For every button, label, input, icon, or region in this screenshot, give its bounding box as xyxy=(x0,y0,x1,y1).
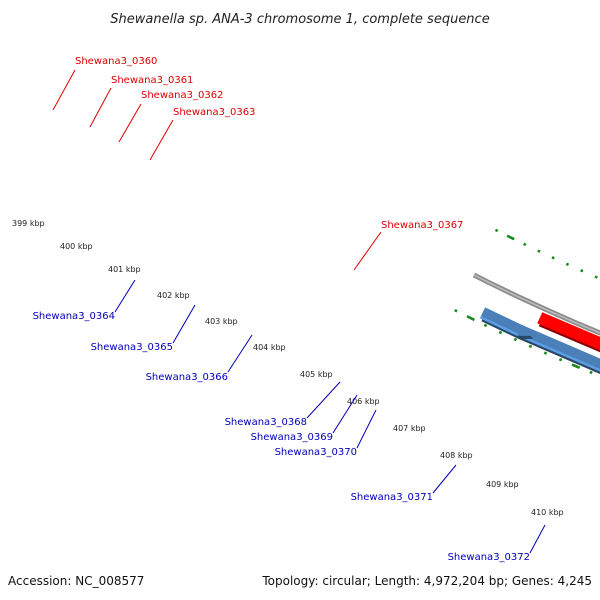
tick-label: 401 kbp xyxy=(108,265,141,274)
track-dot xyxy=(580,269,584,273)
leader-line xyxy=(227,334,253,373)
tick-label: 406 kbp xyxy=(347,397,380,406)
track-dot xyxy=(498,330,503,335)
tick-labels: 399 kbp 400 kbp 401 kbp 402 kbp 403 kbp 404 k… xyxy=(12,219,564,517)
track-dot xyxy=(483,323,488,328)
track-dot xyxy=(551,256,555,260)
tick-label: 405 kbp xyxy=(300,370,333,379)
track-dot xyxy=(506,234,515,241)
tick-label: 399 kbp xyxy=(12,219,45,228)
track-dot xyxy=(571,363,581,369)
gene-reverse-label[interactable]: Shewana3_0366 xyxy=(146,372,228,383)
leader-line xyxy=(52,69,76,111)
leader-line xyxy=(353,231,382,271)
track-dot xyxy=(454,308,458,313)
gene-forward-label[interactable]: Shewana3_0367 xyxy=(381,220,463,231)
gene-reverse-label[interactable]: Shewana3_0365 xyxy=(91,342,173,353)
gene-arrow-upstream xyxy=(517,325,600,374)
gene-forward-label[interactable]: Shewana3_0360 xyxy=(75,56,157,67)
track-dot xyxy=(528,344,533,349)
leader-line xyxy=(114,279,136,313)
accession-text: Accession: NC_008577 xyxy=(8,574,145,588)
tick-label: 407 kbp xyxy=(393,424,426,433)
tick-label: 409 kbp xyxy=(486,480,519,489)
tick-label: 402 kbp xyxy=(157,291,190,300)
gene-reverse-label[interactable]: Shewana3_0371 xyxy=(351,492,433,503)
track-dot xyxy=(594,275,598,279)
gene-reverse-label[interactable]: Shewana3_0364 xyxy=(33,311,115,322)
track-dot xyxy=(466,315,475,322)
track-dot xyxy=(565,262,570,267)
leader-line xyxy=(356,409,377,449)
tick-label: 403 kbp xyxy=(205,317,238,326)
leader-line xyxy=(118,103,142,143)
gene-arrow-0360 xyxy=(537,312,600,353)
leader-line xyxy=(432,464,457,494)
gene-reverse-label[interactable]: Shewana3_0368 xyxy=(225,417,307,428)
map-title: Shewanella sp. ANA-3 chromosome 1, compl… xyxy=(110,12,489,27)
gene-labels: Shewana3_0360Shewana3_0361Shewana3_0362S… xyxy=(33,56,546,563)
topology-text: Topology: circular; Length: 4,972,204 bp… xyxy=(262,574,592,588)
gene-reverse-label[interactable]: Shewana3_0370 xyxy=(275,447,357,458)
tick-label: 400 kbp xyxy=(60,242,93,251)
leader-line xyxy=(89,87,112,128)
track-dot xyxy=(543,351,548,355)
leader-line xyxy=(172,304,196,344)
gene-reverse-label[interactable]: Shewana3_0372 xyxy=(448,552,530,563)
gene-forward-label[interactable]: Shewana3_0361 xyxy=(111,75,193,86)
leader-line xyxy=(332,394,358,434)
tick-label: 404 kbp xyxy=(253,343,286,352)
gene-arrow-upstream xyxy=(479,307,533,339)
track-dot xyxy=(589,370,593,375)
gene-reverse-label[interactable]: Shewana3_0369 xyxy=(251,432,333,443)
leader-line xyxy=(306,381,341,419)
track-dot xyxy=(558,357,563,362)
track-dot xyxy=(537,249,541,253)
tick-label: 408 kbp xyxy=(440,451,473,460)
gene-forward-label[interactable]: Shewana3_0362 xyxy=(141,90,223,101)
leader-line xyxy=(149,119,174,161)
track-dot xyxy=(513,337,518,342)
backbone xyxy=(472,272,600,336)
backbone-line xyxy=(472,272,600,336)
leader-line xyxy=(529,524,546,554)
gene-forward-label[interactable]: Shewana3_0363 xyxy=(173,107,255,118)
track-dot xyxy=(523,242,527,247)
dotted-tracks xyxy=(454,228,598,375)
track-dot xyxy=(494,228,499,233)
tick-label: 410 kbp xyxy=(531,508,564,517)
gene-features xyxy=(479,307,600,374)
